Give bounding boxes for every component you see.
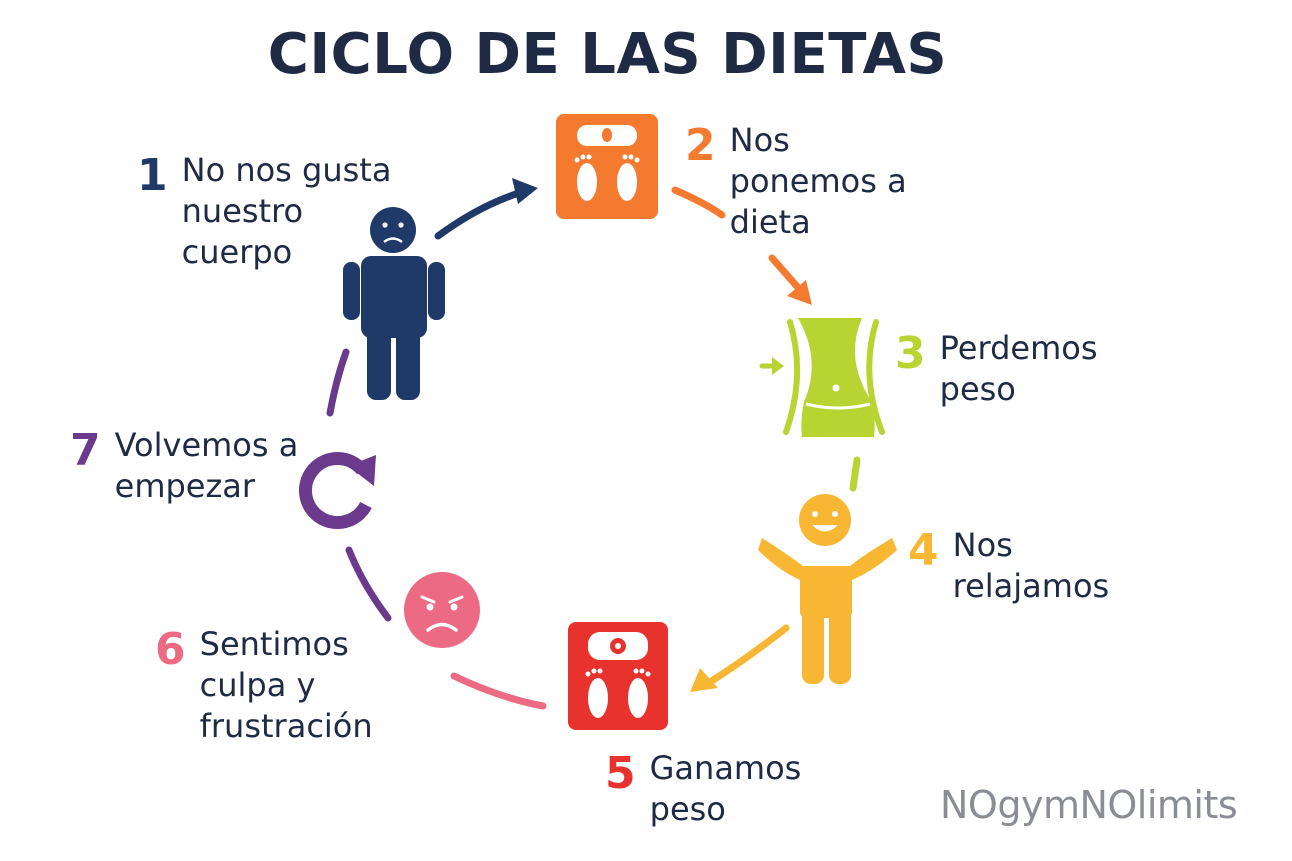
sad-person-icon bbox=[343, 207, 445, 400]
brand-watermark: NOgymNOlimits bbox=[940, 783, 1238, 827]
connector-6-7 bbox=[345, 546, 392, 622]
slim-waist-icon bbox=[759, 318, 885, 437]
connector-5-6 bbox=[450, 672, 547, 710]
step-label: Nos relajamos bbox=[952, 526, 1110, 605]
step-label: Volvemos a empezar bbox=[114, 426, 299, 505]
step-6: 6 Sentimos culpa y frustración bbox=[155, 624, 400, 747]
scale-icon-red bbox=[568, 622, 668, 730]
step-7: 7 Volvemos a empezar bbox=[70, 425, 315, 507]
arrowhead-4-5 bbox=[690, 668, 718, 692]
step-label: Sentimos culpa y frustración bbox=[199, 625, 373, 745]
step-2: 2 Nos ponemos a dieta bbox=[685, 120, 910, 243]
step-4: 4 Nos relajamos bbox=[908, 525, 1153, 607]
sad-face-icon bbox=[404, 572, 480, 648]
step-number: 3 bbox=[895, 328, 926, 379]
step-3: 3 Perdemos peso bbox=[895, 328, 1140, 410]
scale-icon bbox=[556, 114, 658, 219]
connector-7-1 bbox=[326, 348, 350, 417]
step-number: 6 bbox=[155, 624, 186, 675]
step-label: Nos ponemos a dieta bbox=[729, 121, 907, 241]
step-number: 2 bbox=[685, 120, 716, 171]
connector-1-2 bbox=[434, 188, 526, 240]
connector-3-4 bbox=[849, 456, 861, 492]
step-label: Perdemos peso bbox=[939, 329, 1098, 408]
step-label: Ganamos peso bbox=[649, 749, 802, 828]
arrowhead-1-2 bbox=[512, 178, 538, 204]
step-1: 1 No nos gusta nuestro cuerpo bbox=[137, 150, 412, 273]
arrowhead-2-3 bbox=[787, 280, 812, 305]
step-number: 7 bbox=[70, 425, 101, 476]
connector-2-3b bbox=[768, 254, 804, 294]
step-number: 5 bbox=[605, 748, 636, 799]
refresh-icon bbox=[298, 452, 376, 529]
step-number: 1 bbox=[137, 150, 168, 201]
page-title: CICLO DE LAS DIETAS bbox=[267, 22, 948, 87]
connector-2-3a bbox=[671, 186, 726, 219]
happy-person-icon bbox=[758, 494, 897, 684]
step-number: 4 bbox=[908, 525, 939, 576]
connector-4-5 bbox=[706, 624, 790, 686]
step-label: No nos gusta nuestro cuerpo bbox=[181, 151, 392, 271]
step-5: 5 Ganamos peso bbox=[605, 748, 830, 830]
